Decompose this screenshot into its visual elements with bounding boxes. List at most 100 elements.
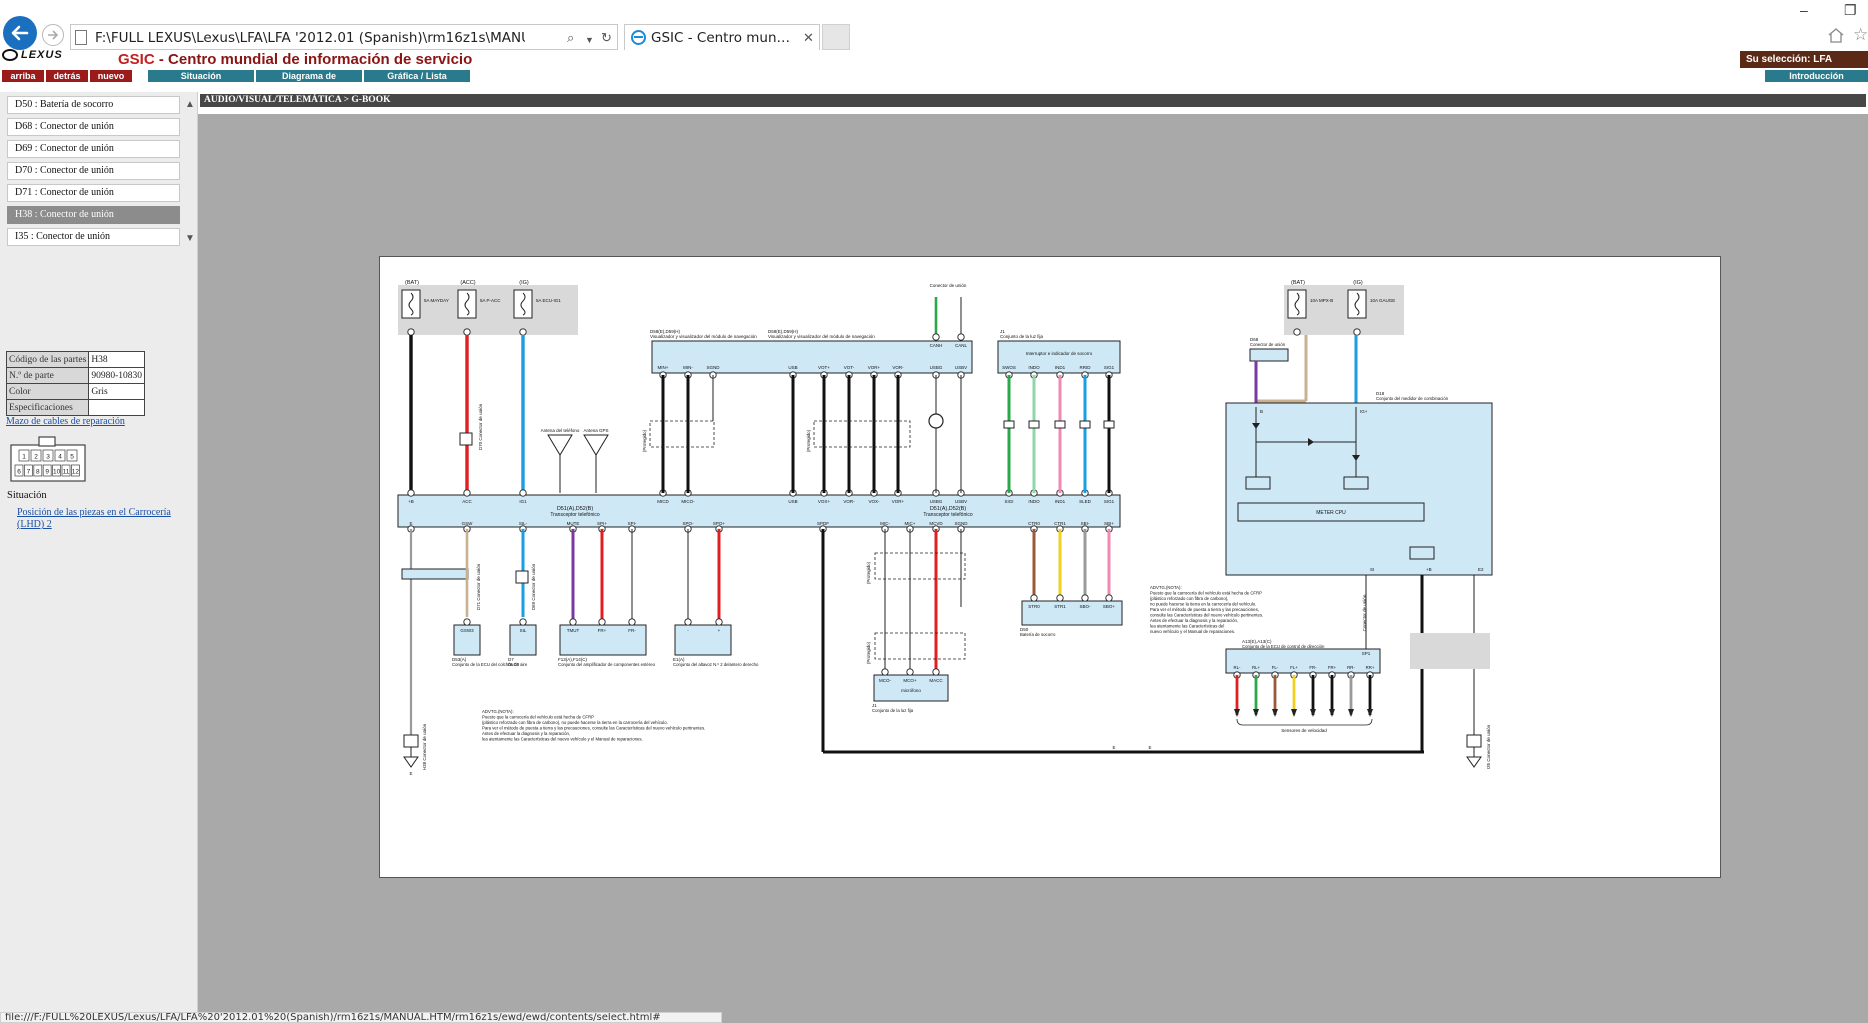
repair-harness-link[interactable]: Mazo de cables de reparación [6,416,125,427]
meter-code-label: D18 [1376,391,1385,396]
diode-icon [1308,438,1314,446]
meter-internal-box [1409,546,1435,560]
favorites-star-icon[interactable]: ☆ [1853,25,1868,44]
fuse-holder [457,289,477,319]
transceiver-bottom-pin-label: E [409,521,412,526]
ground-label: E [1112,745,1115,750]
switch-pin-label: IND1 [1055,365,1066,370]
connector-list-item[interactable]: D70 : Conector de unión [7,162,180,180]
wiring-diagram-canvas[interactable]: (BAT)5A MAYDAY(ACC)5A P-ACC(IG)5A ECU-IG… [380,257,1722,879]
address-text[interactable]: F:\FULL LEXUS\Lexus\LFA\LFA '2012.01 (Sp… [95,30,525,46]
close-tab-icon[interactable]: ✕ [803,30,814,45]
pin-terminal [463,618,471,626]
component-pin-label: - [687,628,689,633]
address-bar[interactable]: F:\FULL LEXUS\Lexus\LFA\LFA '2012.01 (Sp… [70,24,618,50]
junction-connector-box [1249,348,1289,362]
minimize-icon[interactable]: – [1800,2,1808,18]
component-code-label: F13(A),F14(C) [558,657,588,662]
meter-internal-box [1343,476,1369,490]
scroll-down-icon[interactable]: ▼ [185,233,195,244]
forward-button[interactable] [42,24,64,46]
refresh-icon[interactable]: ↻ [601,30,612,45]
nav-pin-label: USBV [955,365,967,370]
connector-list-item[interactable]: I35 : Conector de unión [7,228,180,246]
connector-list-item[interactable]: H38 : Conector de unión [7,206,180,224]
transceiver-top-pin-label: MICO- [681,499,695,504]
junction-label: D69 Conector de unión [531,563,536,610]
situation-link[interactable]: Posición de las piezas en el Carrocería … [17,507,171,530]
module-name-label: Conjunto de la luz fija [1000,334,1044,339]
connector-list-item[interactable]: D50 : Batería de socorro [7,96,180,114]
transceiver-top-pin-label: SIG1 [1104,499,1115,504]
parts-value: H38 [88,351,146,368]
sensor-arrow-icon [1367,709,1373,717]
tab-situation[interactable]: Situación [148,70,254,82]
back-button[interactable] [3,16,37,50]
tab-chart-list[interactable]: Gráfica / Lista [364,70,470,82]
transceiver-top-pin-label: VOR+ [892,499,905,504]
transceiver-top-pin-label: VOX- [868,499,880,504]
fuse-holder [1287,289,1307,319]
connector-pin-cell [71,464,80,477]
transceiver-top-pin-label: VOX+ [818,499,831,504]
connector-list-item[interactable]: D68 : Conector de unión [7,118,180,136]
home-icon[interactable] [1827,27,1845,43]
pin-terminal [715,618,723,626]
transceiver-top-pin-label: USBV [955,499,967,504]
transceiver-name: Transceptor telefónico [550,512,600,518]
pin-terminal [1353,328,1361,336]
connector-list-item[interactable]: D69 : Conector de unión [7,140,180,158]
browser-tab[interactable]: GSIC - Centro mundial de i... ✕ [624,24,820,50]
component-name-label: Conjunto de la luz fija [872,708,914,713]
back-nav-button[interactable]: detrás [46,70,88,82]
selection-badge: Su selección: LFA [1740,51,1868,68]
parts-label: Especificaciones [5,399,90,416]
sensor-arrow-icon [1291,709,1297,717]
connector-pin-number: 9 [45,469,49,476]
shield-dashed-box [813,420,911,448]
fuse-bus-label: (ACC) [460,280,475,286]
new-button[interactable]: nuevo [90,70,132,82]
wiring-diagram[interactable]: (BAT)5A MAYDAY(ACC)5A P-ACC(IG)5A ECU-IG… [379,256,1721,878]
dropdown-icon[interactable]: ▼ [585,35,594,45]
component-pin-label: SIL [520,628,527,633]
transceiver-code-2: D51(A),D52(B) [930,506,967,512]
connector-list-item[interactable]: D71 : Conector de unión [7,184,180,202]
search-icon[interactable]: ⌕ [567,30,575,45]
fuse-icon [1354,292,1360,316]
status-bar-url: file:///F:/FULL%20LEXUS/Lexus/LFA/LFA%20… [0,1012,722,1023]
junction-connector-box [515,570,529,584]
component-name-label: Conjunto del altavoz N.º 2 delantero der… [673,662,759,667]
module-code-label: J1 [1000,329,1005,334]
component-pin-label: STR0 [1028,604,1040,609]
module-code-label: D58(E),D59(H) [768,329,799,334]
up-button[interactable]: arriba [2,70,44,82]
note-text: Puesto que la carrocería del vehículo es… [482,715,594,720]
shielded-label: (Protegido) [866,561,871,584]
transceiver-bottom-pin-label: SPO- [682,521,694,526]
component-pin-label: SBO- [1079,604,1091,609]
transceiver-bottom-pin-label: MIC+ [905,521,916,526]
switch-pin-label: SWOS [1002,365,1016,370]
meter-pin-label: IG+ [1360,409,1368,414]
nav-pin-label: VOT+ [818,365,830,370]
nav-pin-label: VOT- [844,365,855,370]
connector-pin-number: 4 [58,454,62,461]
connector-pin-cell [54,449,66,462]
connector-list-scrollbar[interactable]: ▲▼ [183,96,197,248]
fuse-name-label: 5A MAYDAY [424,298,449,303]
scroll-up-icon[interactable]: ▲ [185,99,195,110]
transceiver-bottom-pin-label: SGND [954,521,968,526]
junction-label: I35 Conector de unión [1486,724,1491,769]
component-inner-label: micrófono [901,688,921,693]
connector-pin-number: 11 [63,469,70,476]
intro-button[interactable]: Introducción [1765,70,1868,82]
restore-icon[interactable]: ❐ [1844,2,1857,18]
new-tab-button[interactable] [822,24,850,50]
connector-pin-cell [66,449,78,462]
tab-wiring-diagram[interactable]: Diagrama de conexiones [256,70,362,93]
